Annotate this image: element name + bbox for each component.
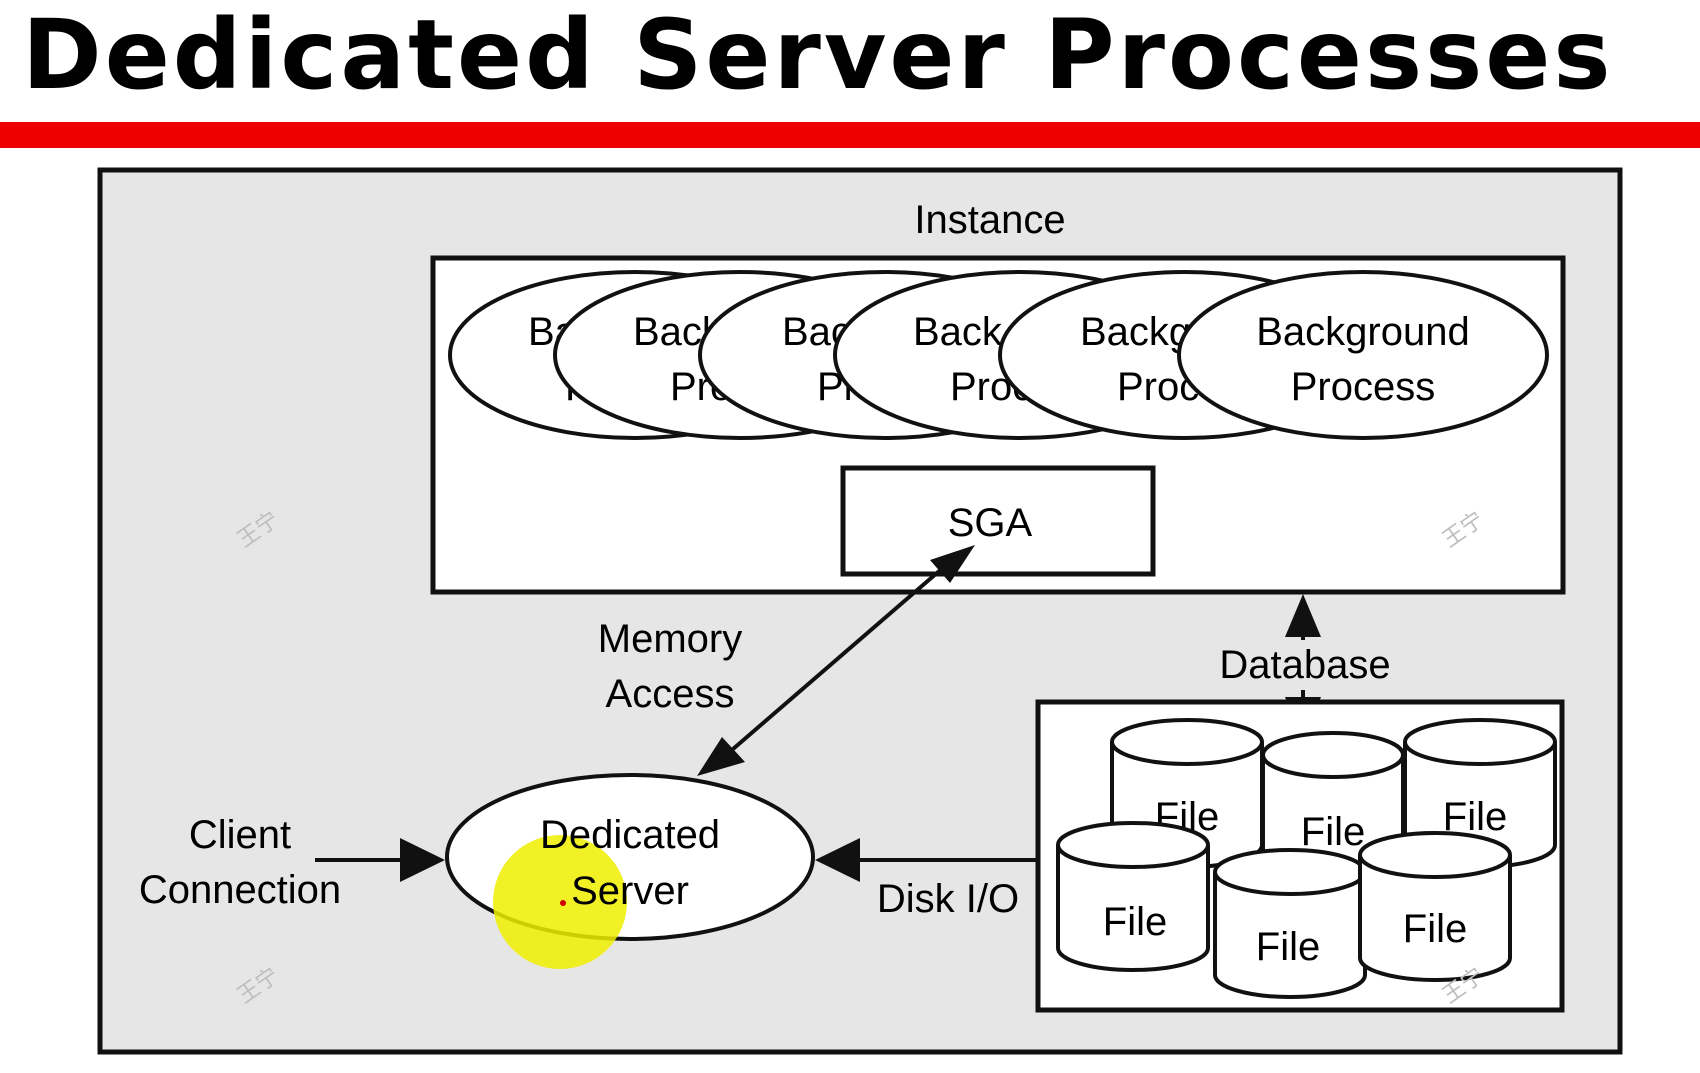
dedicated-server-label-line1: Dedicated <box>540 813 720 857</box>
file-label-4: File <box>1103 900 1167 944</box>
title-underline <box>0 122 1700 148</box>
file-cylinder-6: File <box>1358 831 1512 982</box>
cursor-dot <box>560 900 566 906</box>
background-process-group: Ba P Back Pro Bac Pr Back Proc Backg Pro… <box>448 270 1549 440</box>
memory-access-arrowhead-sga <box>930 545 975 583</box>
client-connection-arrowhead <box>400 838 445 882</box>
database-arrowhead-up <box>1285 594 1321 637</box>
disk-io-label: Disk I/O <box>877 877 1019 921</box>
memory-access-label-line1: Memory <box>598 617 742 661</box>
file-label-2: File <box>1301 810 1365 854</box>
memory-access-label-line2: Access <box>606 672 735 716</box>
dedicated-server-label-line2: Server <box>571 869 689 913</box>
file-label-6: File <box>1403 907 1467 951</box>
background-process-4-line1: Back <box>913 310 1003 354</box>
background-process-6-line2: Process <box>1291 365 1436 409</box>
database-label: Database <box>1219 643 1390 687</box>
background-process-6: Background Process <box>1177 270 1549 440</box>
disk-io-arrowhead <box>815 838 860 882</box>
file-cylinder-4: File <box>1056 821 1210 972</box>
memory-access-arrow <box>716 558 954 764</box>
sga-box <box>840 465 1156 577</box>
client-connection-label-line1: Client <box>189 813 291 857</box>
file-cylinder-5: File <box>1213 848 1367 999</box>
background-process-6-line1: Background <box>1256 310 1469 354</box>
cursor-highlight <box>493 835 627 969</box>
instance-label: Instance <box>914 198 1065 242</box>
page-title: Dedicated Server Processes <box>22 0 1614 111</box>
database-label-bg <box>1222 640 1387 690</box>
memory-access-arrowhead-server <box>697 737 745 776</box>
sga-label: SGA <box>948 501 1033 545</box>
client-connection-label-line2: Connection <box>139 868 341 912</box>
background-process-5-line1: Backg <box>1080 310 1191 354</box>
file-label-5: File <box>1256 925 1320 969</box>
